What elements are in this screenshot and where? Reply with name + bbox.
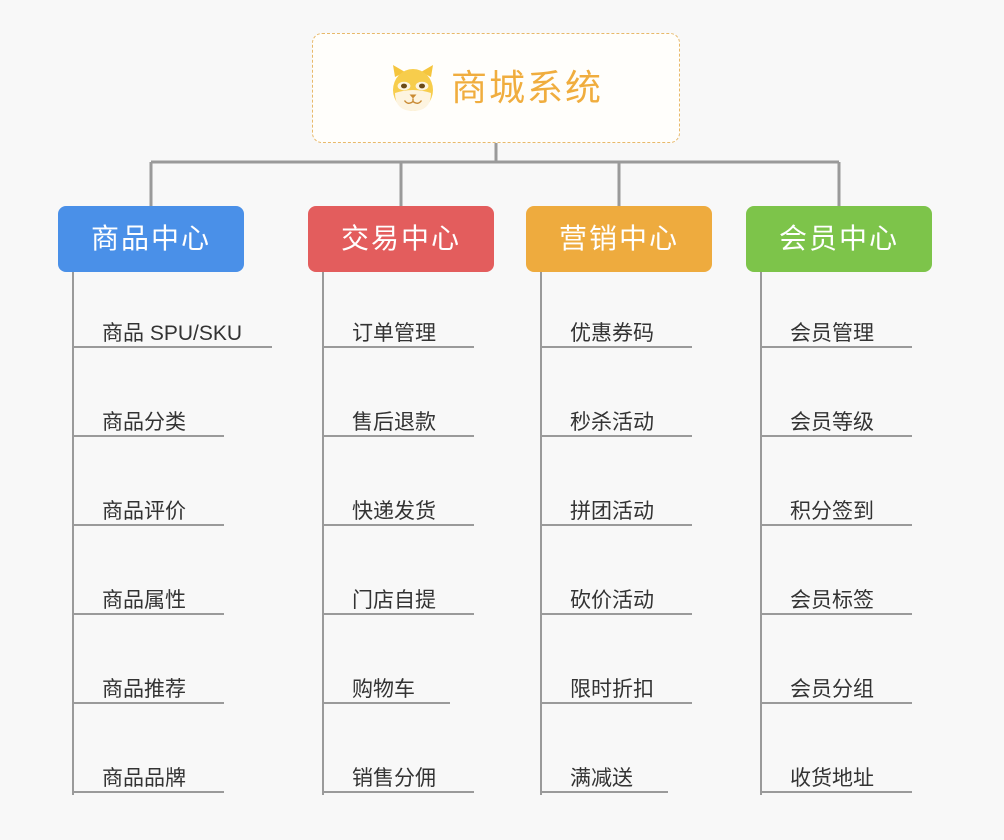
leaf-underline	[760, 702, 912, 704]
leaf-underline	[322, 435, 474, 437]
leaf-underline	[760, 524, 912, 526]
leaf-underline	[760, 791, 912, 793]
leaf-label: 商品属性	[102, 589, 186, 612]
leaf-underline	[322, 524, 474, 526]
category-column: 交易中心	[308, 206, 494, 272]
leaf-label: 商品品牌	[102, 767, 186, 790]
leaf-underline	[760, 435, 912, 437]
leaf-label: 限时折扣	[570, 678, 654, 701]
category-label: 营销中心	[558, 223, 679, 254]
category-column: 营销中心	[526, 206, 712, 272]
leaf-label: 会员标签	[790, 589, 874, 612]
shiba-dog-icon	[392, 65, 433, 111]
leaf-label: 优惠券码	[570, 322, 654, 345]
category-spine	[540, 272, 542, 795]
root-node[interactable]: 商城系统	[312, 33, 680, 143]
leaf-label: 商品评价	[102, 500, 186, 523]
leaf-underline	[540, 791, 668, 793]
leaf-label: 快递发货	[352, 500, 436, 523]
leaf-underline	[72, 524, 224, 526]
category-header-3[interactable]: 营销中心	[526, 206, 712, 272]
category-column: 商品中心	[58, 206, 244, 272]
leaf-underline	[72, 435, 224, 437]
leaf-label: 门店自提	[352, 589, 436, 612]
category-label: 交易中心	[340, 223, 461, 254]
leaf-label: 砍价活动	[570, 589, 654, 612]
leaf-underline	[322, 702, 450, 704]
category-label: 会员中心	[778, 223, 899, 254]
leaf-label: 积分签到	[790, 500, 874, 523]
category-header-1[interactable]: 商品中心	[58, 206, 244, 272]
category-header-2[interactable]: 交易中心	[308, 206, 494, 272]
leaf-underline	[322, 346, 474, 348]
leaf-underline	[322, 791, 474, 793]
leaf-underline	[540, 435, 692, 437]
leaf-label: 商品推荐	[102, 678, 186, 701]
leaf-underline	[540, 613, 692, 615]
leaf-underline	[540, 346, 692, 348]
category-header-4[interactable]: 会员中心	[746, 206, 932, 272]
leaf-label: 商品 SPU/SKU	[102, 322, 243, 345]
leaf-underline	[760, 346, 912, 348]
category-column: 会员中心	[746, 206, 932, 272]
leaf-label: 商品分类	[102, 411, 186, 434]
root-title: 商城系统	[450, 67, 603, 108]
leaf-label: 秒杀活动	[570, 411, 654, 434]
leaf-underline	[760, 613, 912, 615]
leaf-underline	[540, 702, 692, 704]
leaf-label: 售后退款	[352, 411, 436, 434]
leaf-underline	[72, 346, 272, 348]
leaf-label: 拼团活动	[570, 500, 654, 523]
leaf-label: 会员等级	[790, 411, 874, 434]
leaf-label: 会员管理	[790, 322, 874, 345]
leaf-label: 订单管理	[352, 322, 436, 345]
category-spine	[760, 272, 762, 795]
category-label: 商品中心	[90, 223, 211, 254]
leaf-label: 收货地址	[790, 767, 874, 790]
leaf-label: 会员分组	[790, 678, 874, 701]
leaf-underline	[72, 613, 224, 615]
leaf-underline	[322, 613, 474, 615]
leaf-underline	[540, 524, 692, 526]
leaf-label: 满减送	[570, 767, 633, 790]
leaf-underline	[72, 791, 224, 793]
leaf-label: 销售分佣	[352, 767, 436, 790]
leaf-underline	[72, 702, 224, 704]
leaf-label: 购物车	[352, 678, 415, 701]
category-spine	[72, 272, 74, 795]
category-spine	[322, 272, 324, 795]
